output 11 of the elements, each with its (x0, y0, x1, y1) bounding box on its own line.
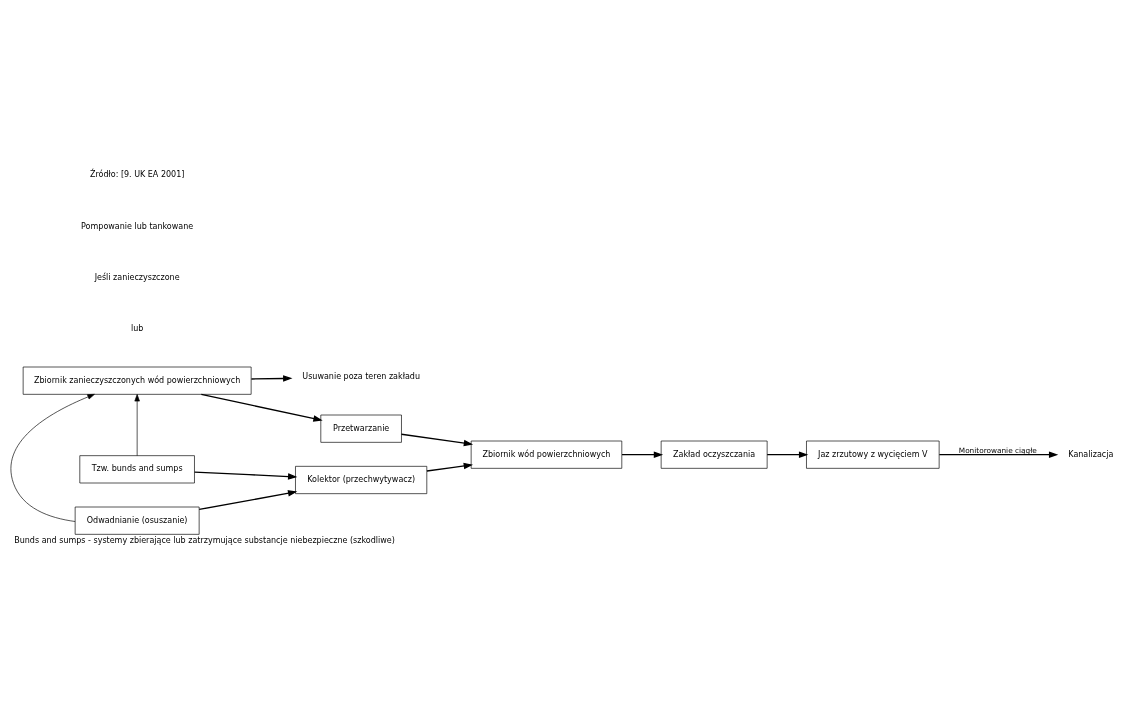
arrow (621, 450, 664, 458)
arrow (938, 450, 1059, 458)
arrow (10, 393, 95, 522)
arrow (426, 462, 474, 472)
arrow (134, 393, 140, 456)
arrow (193, 470, 298, 480)
arrow (250, 374, 293, 382)
arrow (198, 489, 298, 510)
arrow (400, 433, 474, 446)
arrow (200, 393, 323, 422)
arrow (766, 450, 809, 458)
